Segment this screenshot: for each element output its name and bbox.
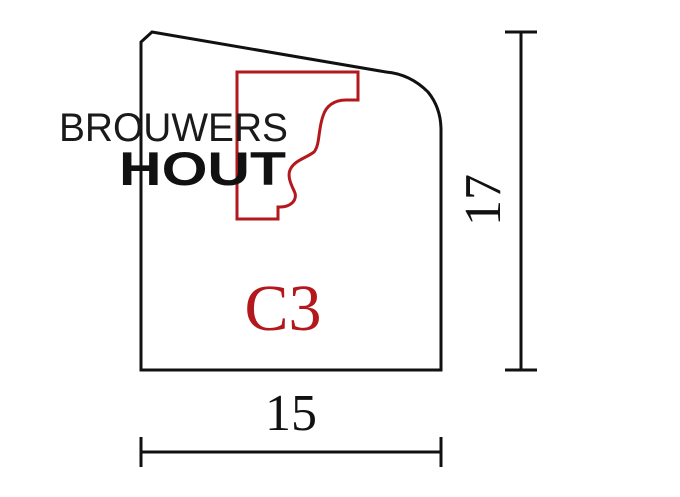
moulding-profile-icon — [235, 70, 360, 221]
width-dimension — [139, 437, 443, 467]
profile-code: C3 — [244, 272, 321, 345]
width-label: 15 — [265, 385, 317, 442]
height-label: 17 — [455, 174, 512, 226]
height-dimension — [505, 30, 537, 372]
logo-line-1: BROUWERS — [59, 106, 288, 150]
profile-outline — [139, 30, 443, 372]
logo-line-2: HOUT — [119, 142, 286, 195]
